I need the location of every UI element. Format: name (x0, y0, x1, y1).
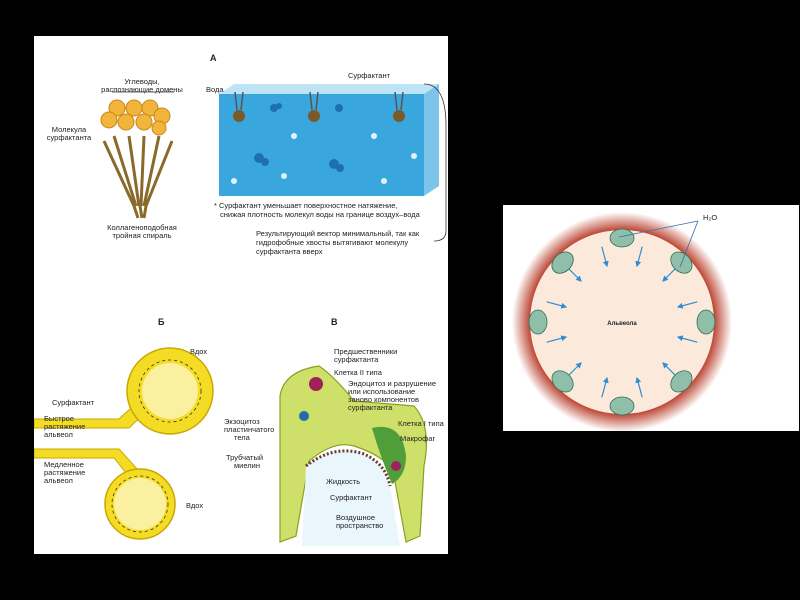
epithelial-cell (696, 309, 716, 335)
fast-label-2: растяжение (44, 422, 85, 431)
exo-label-2: пластинчатого (224, 425, 274, 434)
exo-label-1: Экзоцитоз (224, 417, 260, 426)
epithelial-cell (551, 370, 574, 393)
macrophage-label: Макрофаг (400, 434, 435, 443)
inhale-bottom-label: Вдох (186, 501, 203, 510)
water-surface-illustration (219, 84, 439, 196)
air-label-1: Воздушное (336, 513, 375, 522)
inhale-top-label: Вдох (190, 347, 207, 356)
water-arrow (546, 335, 568, 343)
carbs-label-1: Углеводы, (124, 77, 159, 86)
epithelial-cell (670, 370, 693, 393)
carbs-label-2: распознающие домены (101, 85, 183, 94)
vector-line-2: гидрофобные хвосты вытягивают молекулу (256, 238, 408, 247)
molecule-label-1: Молекула (52, 125, 87, 134)
vector-line-3: сурфактанта вверх (256, 247, 323, 256)
molecule-label-2: сурфактанта (47, 133, 92, 142)
vector-line-1: Результирующий вектор минимальный, так к… (256, 229, 420, 238)
fast-label-1: Быстрое (44, 414, 74, 423)
note-line-2: снижая плотность молекул воды на границе… (220, 210, 421, 219)
endo-label-3: заново компонентов (348, 395, 419, 404)
water-arrow (601, 376, 609, 398)
slow-label-3: альвеол (44, 476, 73, 485)
collagen-label-2: тройная спираль (112, 231, 171, 240)
alveoli-illustration (34, 347, 214, 540)
alveolus-figure-panel: H₂O Альвеола (503, 205, 799, 431)
alveolar-wall-illustration (279, 365, 428, 546)
collagen-label-1: Коллагеноподобная (107, 223, 177, 232)
precursors-label-1: Предшественники (334, 347, 397, 356)
type1-label: Клетка I типа (398, 419, 445, 428)
water-arrow (601, 246, 609, 268)
precursors-label-2: сурфактанта (334, 355, 379, 364)
fluid-label: Жидкость (326, 477, 360, 486)
surfactant-label-a: Сурфактант (348, 71, 391, 80)
h2o-label: H₂O (703, 213, 717, 222)
water-arrow (676, 335, 698, 343)
water-arrow (546, 301, 568, 309)
epithelial-cell (609, 228, 635, 248)
panel-b-letter: Б (158, 317, 165, 327)
water-arrows (546, 246, 698, 398)
water-arrow (635, 246, 643, 268)
epithelial-cells (528, 228, 716, 416)
air-label-2: пространство (336, 521, 383, 530)
note-line-1: * Сурфактант уменьшает поверхностное нат… (214, 201, 397, 210)
epithelial-cell (609, 396, 635, 416)
water-label: Вода (206, 85, 224, 94)
slow-label-1: Медленное (44, 460, 84, 469)
surfactant-figure-panel: Углеводы, распознающие домены Молекула с… (34, 36, 448, 554)
panel-c-letter: В (331, 317, 338, 327)
endo-label-4: сурфактанта (348, 403, 393, 412)
type2-label: Клетка II типа (334, 368, 383, 377)
endo-label-2: или использование (348, 387, 415, 396)
slow-label-2: растяжение (44, 468, 85, 477)
fast-label-3: альвеол (44, 430, 73, 439)
epithelial-cell (551, 251, 574, 274)
water-arrow (676, 301, 698, 309)
surfactant-figure: Углеводы, распознающие домены Молекула с… (34, 53, 447, 546)
myelin-label-2: миелин (234, 461, 260, 470)
surfactant-label-c: Сурфактант (330, 493, 373, 502)
alveolus-figure: H₂O Альвеола (512, 212, 732, 431)
water-arrow (635, 376, 643, 398)
epithelial-cell (528, 309, 548, 335)
endo-label-1: Эндоцитоз и разрушение (348, 379, 436, 388)
alveolus-center-label: Альвеола (607, 321, 637, 327)
surfactant-molecule-illustration (100, 99, 174, 219)
myelin-label-1: Трубчатый (226, 453, 263, 462)
panel-a-letter: A (210, 53, 217, 63)
exo-label-3: тела (234, 433, 251, 442)
surfactant-label-b: Сурфактант (52, 398, 95, 407)
